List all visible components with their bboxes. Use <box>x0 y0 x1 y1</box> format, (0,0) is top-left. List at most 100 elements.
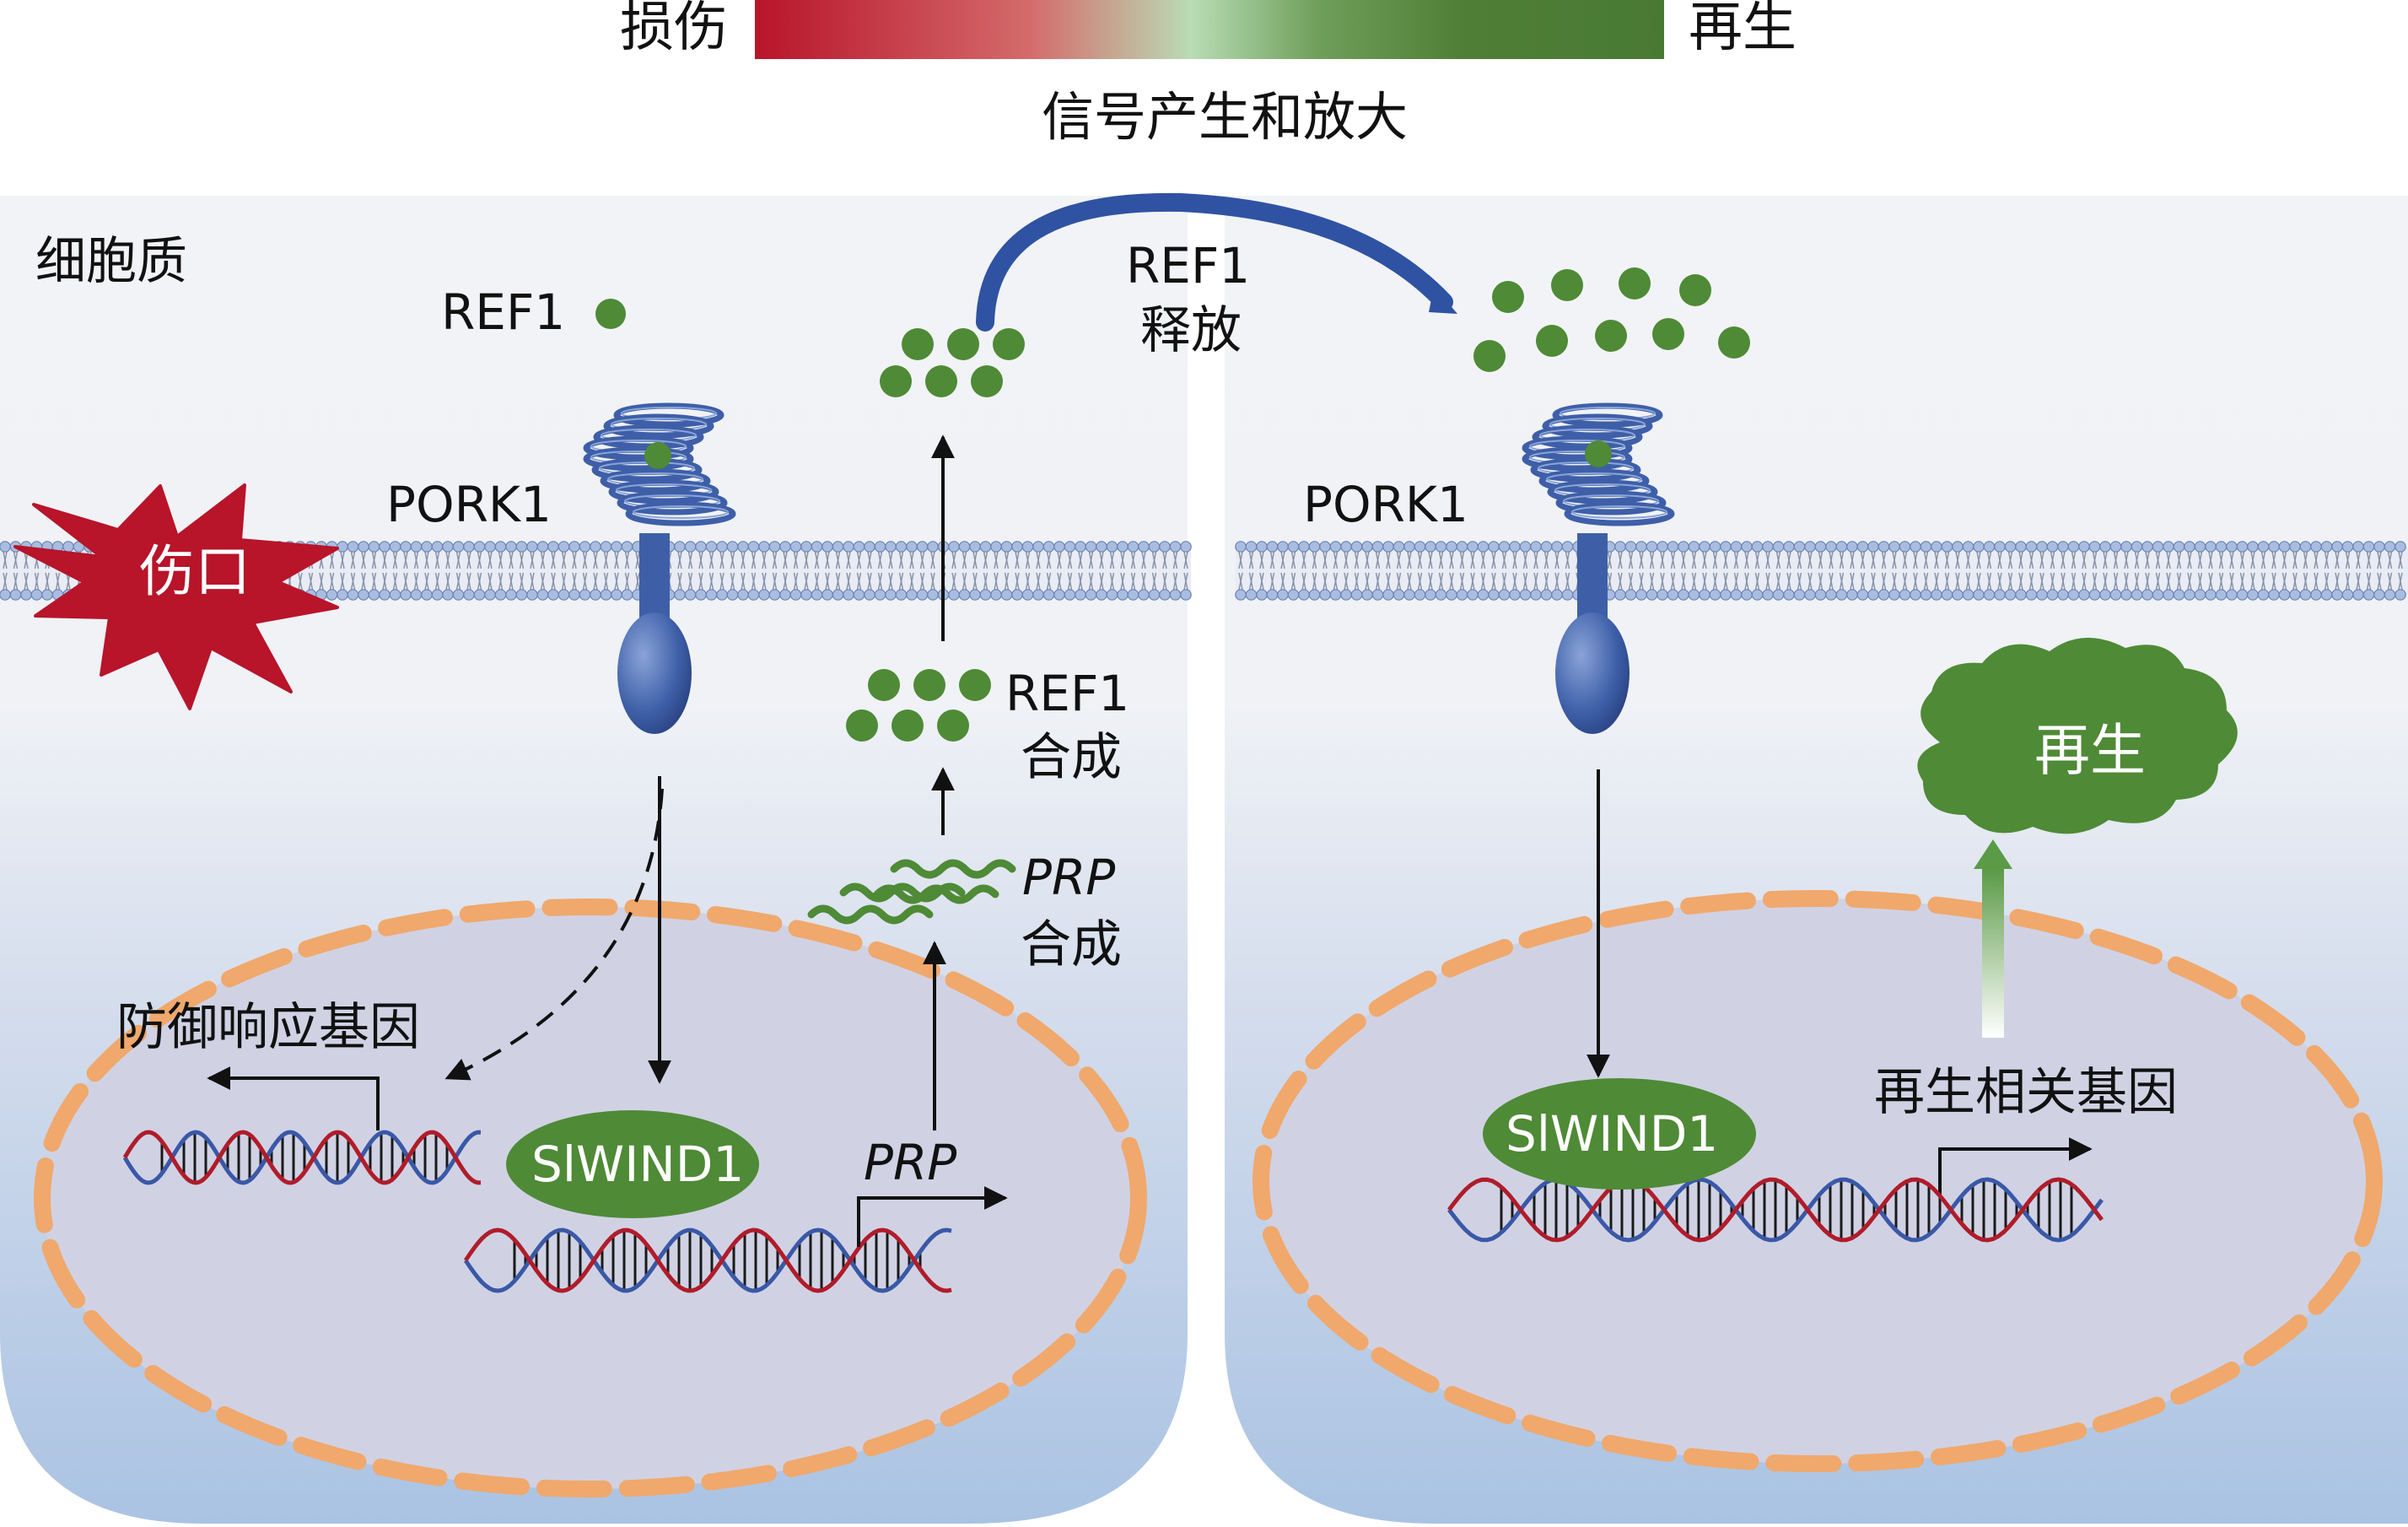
lipid-head <box>2057 589 2069 601</box>
lipid-head <box>2120 541 2132 553</box>
lipid-head <box>20 589 32 601</box>
lipid-tail <box>1892 551 1897 569</box>
lipid-head <box>768 541 781 553</box>
lipid-tail <box>1109 551 1115 569</box>
lipid-head <box>1169 589 1182 601</box>
lipid-head <box>1551 589 1563 601</box>
lipid-tail <box>2134 551 2140 569</box>
lipid-head <box>452 541 465 553</box>
lipid-head <box>969 589 981 601</box>
lipid-tail <box>455 551 461 569</box>
gradient-bar <box>755 0 1664 59</box>
lipid-tail <box>1660 551 1665 569</box>
lipid-head <box>1127 541 1139 553</box>
lipid-head <box>1096 541 1107 553</box>
lipid-tail <box>1269 551 1275 569</box>
lipid-tail <box>1141 551 1146 569</box>
lipid-head <box>2320 589 2333 601</box>
pork1-receptor-right <box>1522 402 1675 734</box>
lipid-tail <box>1259 572 1264 591</box>
lipid-tail <box>1754 551 1760 569</box>
lipid-tail <box>1480 572 1486 591</box>
lipid-tail <box>1301 551 1306 569</box>
lipid-head <box>2299 589 2312 601</box>
pork1-transmembrane-left <box>639 533 670 626</box>
lipid-tail <box>361 572 366 591</box>
lipid-head <box>1551 541 1563 553</box>
lipid-tail <box>1839 551 1845 569</box>
lipid-head <box>2215 541 2228 553</box>
lipid-tail <box>298 572 303 591</box>
ref1-cluster-released-right <box>1473 267 1750 372</box>
lipid-head <box>1920 541 1932 553</box>
lipid-tail <box>698 551 703 569</box>
lipid-tail <box>434 572 440 591</box>
lipid-tail <box>1723 551 1728 569</box>
lipid-tail <box>1238 572 1243 591</box>
lipid-tail <box>551 551 556 569</box>
lipid-tail <box>2103 551 2108 569</box>
siwind1-protein-left <box>506 1110 759 1218</box>
lipid-head <box>2341 541 2354 553</box>
lipid-tail <box>2335 551 2340 569</box>
lipid-tail <box>1554 572 1560 591</box>
lipid-tail <box>424 572 429 591</box>
lipid-tail <box>1607 572 1613 591</box>
lipid-tail <box>1670 572 1676 591</box>
lipid-head <box>1180 541 1192 553</box>
prp-synth-label: PRP <box>1022 849 1115 906</box>
lipid-tail <box>909 572 914 591</box>
lipid-tail <box>477 572 482 591</box>
lipid-head <box>1235 541 1247 553</box>
lipid-tail <box>1850 551 1855 569</box>
lipid-head <box>1000 589 1013 601</box>
lipid-tail <box>1986 551 1992 569</box>
lipid-tail <box>751 572 757 591</box>
lipid-tail <box>677 551 682 569</box>
lipid-tail <box>898 572 904 591</box>
lipid-tail <box>1702 572 1707 591</box>
lipid-tail <box>1681 551 1686 569</box>
lipid-head <box>1287 589 1300 601</box>
lipid-tail <box>572 572 577 591</box>
lipid-tail <box>1818 551 1824 569</box>
lipid-tail <box>804 551 809 569</box>
lipid-head <box>515 589 528 601</box>
lipid-head <box>2257 589 2270 601</box>
lipid-head <box>1973 589 1985 601</box>
lipid-tail <box>1628 572 1634 591</box>
lipid-head <box>684 589 697 601</box>
lipid-tail <box>308 572 314 591</box>
lipid-head <box>2362 541 2375 553</box>
lipid-tail <box>1501 551 1507 569</box>
lipid-head <box>1414 589 1426 601</box>
siwind1-label-left: SlWIND1 <box>531 1136 744 1193</box>
lipid-tail <box>1723 572 1728 591</box>
lipid-head <box>1793 541 1806 553</box>
lipid-head <box>695 541 707 553</box>
lipid-tail <box>1913 551 1918 569</box>
lipid-head <box>1042 589 1055 601</box>
lipid-tail <box>888 551 893 569</box>
lipid-tail <box>1470 572 1475 591</box>
lipid-head <box>990 589 1002 601</box>
lipid-tail <box>919 551 925 569</box>
lipid-head <box>1657 589 1668 601</box>
lipid-head <box>1720 541 1732 553</box>
lipid-tail <box>371 551 377 569</box>
lipid-tail <box>1248 551 1254 569</box>
lipid-head <box>1741 541 1753 553</box>
lipid-tail <box>1639 572 1644 591</box>
lipid-head <box>2036 589 2048 601</box>
lipid-head <box>2278 541 2291 553</box>
lipid-tail <box>1965 572 1971 591</box>
lipid-head <box>895 541 908 553</box>
ref1-peptide <box>1473 340 1506 372</box>
lipid-head <box>1467 589 1479 601</box>
coil-turn <box>1555 490 1667 515</box>
lipid-head <box>695 589 707 601</box>
lipid-head <box>674 541 686 553</box>
lipid-head <box>1540 541 1553 553</box>
lipid-tail <box>898 551 904 569</box>
